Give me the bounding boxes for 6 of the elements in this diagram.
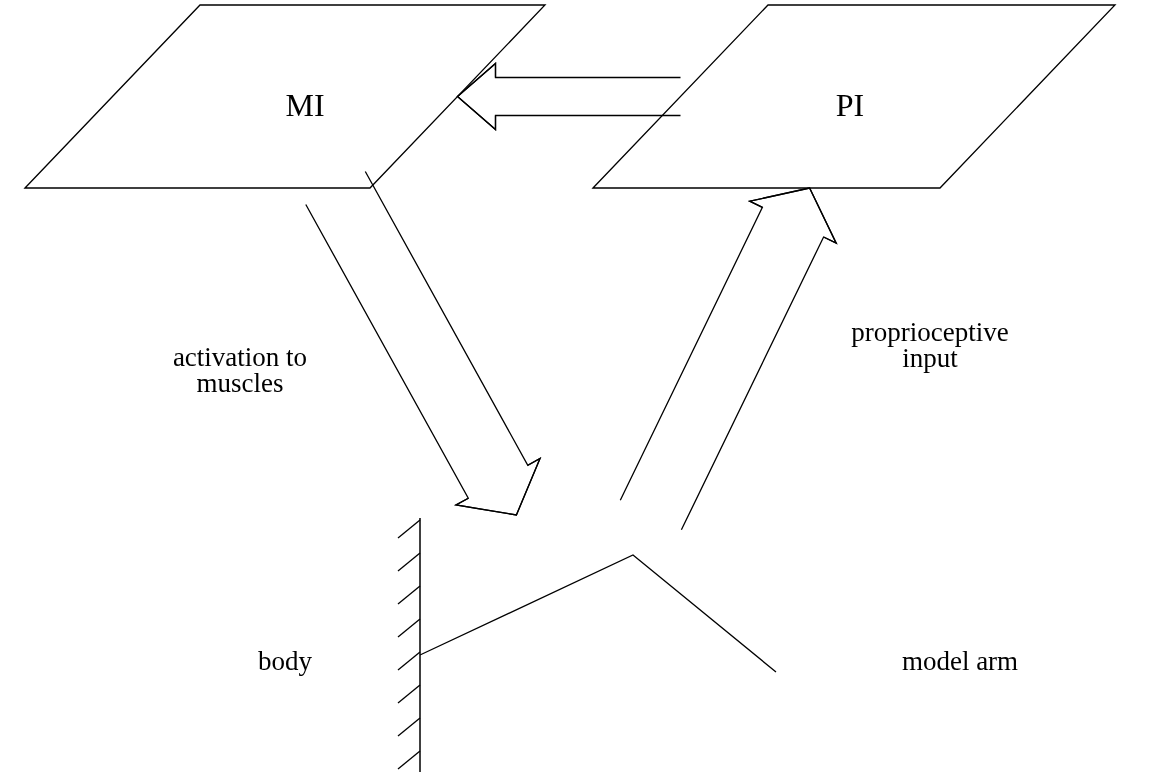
edge-label: proprioceptive input	[850, 319, 1010, 371]
part-label: body	[258, 648, 312, 674]
node-label: MI	[285, 86, 325, 124]
edge-label: activation to muscles	[171, 344, 309, 396]
node-label: PI	[835, 86, 865, 124]
part-label: model arm	[901, 648, 1019, 674]
